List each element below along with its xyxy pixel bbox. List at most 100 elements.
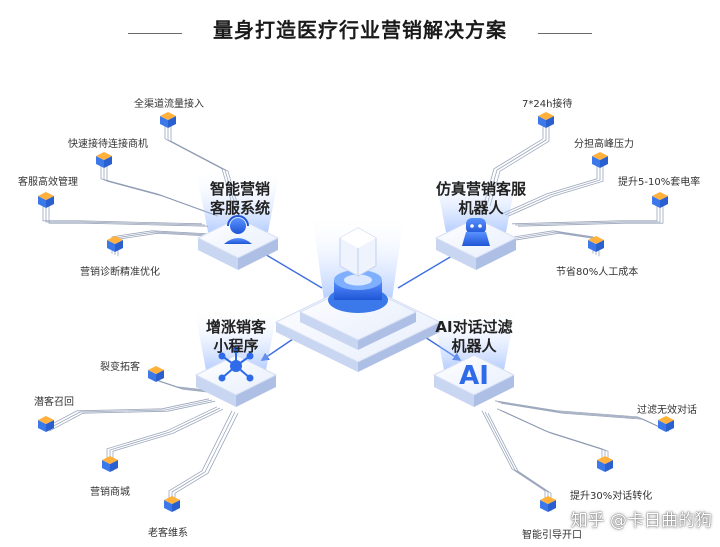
- server-icon: [339, 227, 377, 277]
- hub-tr-line1: 仿真营销客服: [435, 180, 526, 198]
- leaf-cube-tl-0: [160, 112, 176, 128]
- connector-bl-1-1: [45, 399, 213, 431]
- center-core: [328, 227, 388, 313]
- leaf-label-bl-3: 老客维系: [148, 528, 188, 539]
- ai-icon: AI: [459, 361, 489, 391]
- platform-bl-side-left: [196, 375, 236, 407]
- leaf-label-tl-0: 全渠道流量接入: [134, 99, 204, 110]
- leaf-cube-br-2-top: [540, 496, 556, 504]
- core-glow: [344, 274, 372, 286]
- network-node-4: [246, 374, 254, 382]
- connector-tr-1-1: [504, 165, 601, 216]
- network-node-0: [230, 360, 242, 372]
- leaf-cube-tr-1-top: [592, 152, 608, 160]
- leaf-cube-br-0: [658, 416, 674, 432]
- connector-tr-1-2: [507, 166, 604, 217]
- leaf-label-br-0: 过滤无效对话: [637, 405, 697, 416]
- beam-tr: [434, 170, 518, 232]
- leaf-cube-tr-0-top: [538, 112, 554, 120]
- leaf-cube-tr-0: [538, 112, 554, 128]
- platform-center-base-side-left: [276, 322, 358, 372]
- title-rule-left: [128, 33, 182, 34]
- platform-center-mid-side-left: [300, 312, 358, 350]
- platforms: AI: [194, 215, 518, 407]
- platform-br-side-left: [434, 375, 474, 407]
- leaf-cube-bl-3-top: [164, 496, 180, 504]
- leaf-cube-br-0-top: [658, 416, 674, 424]
- platform-br-side-right: [474, 375, 514, 407]
- leaf-cube-br-1: [597, 456, 613, 472]
- agent-head: [230, 218, 246, 234]
- connector-tl-2-0: [42, 203, 203, 225]
- connector-br-1-2: [502, 410, 609, 472]
- network-node-1: [218, 352, 226, 360]
- leaf-label-bl-0: 裂变拓客: [100, 362, 140, 373]
- connector-br-1-0: [496, 408, 603, 469]
- center-arrow-0: [256, 249, 323, 289]
- connector-bl-2-0: [106, 406, 218, 469]
- leaf-label-tl-1: 快速接待连接商机: [68, 139, 148, 150]
- robot-icon: [462, 218, 490, 246]
- watermark: 知乎 @卡日曲的狗: [570, 511, 712, 531]
- platform-bl-side-right: [236, 375, 276, 407]
- server-top: [340, 228, 376, 248]
- leaf-label-tr-2: 提升5-10%套电率: [618, 177, 701, 188]
- connector-bl-2-1: [109, 407, 221, 470]
- leaf-label-br-2: 智能引导开口: [522, 530, 582, 541]
- agent-headset-icon: [224, 215, 252, 244]
- leaf-cube-tr-2: [652, 192, 668, 208]
- connector-br-0-2: [500, 402, 670, 432]
- robot-body: [462, 232, 490, 246]
- leaf-cube-bl-2-top: [102, 456, 118, 464]
- connector-tr-1-0: [501, 163, 598, 215]
- leaf-label-br-1: 提升30%对话转化: [570, 491, 653, 502]
- robot-eye-left: [470, 224, 474, 228]
- hub-br-line1: AI对话过滤: [435, 318, 513, 336]
- platform-tl-side-left: [198, 238, 238, 270]
- hub-label-tl: 智能营销 客服系统: [190, 180, 290, 218]
- hub-bl-line2: 小程序: [213, 337, 259, 355]
- connector-tr-2-2: [517, 206, 664, 227]
- platform-tr-side-left: [436, 238, 476, 270]
- leaf-label-tl-3: 营销诊断精准优化: [80, 267, 160, 278]
- leaf-cube-tl-2-top: [38, 192, 54, 200]
- platform-center-mid-side-right: [358, 312, 416, 350]
- leaf-label-tr-3: 节省80%人工成本: [556, 267, 639, 278]
- platform-bl: [194, 354, 278, 407]
- hub-tl-line1: 智能营销: [209, 180, 270, 198]
- title-rule-right: [538, 33, 592, 34]
- platform-center-base-side-right: [358, 322, 440, 372]
- leaf-label-bl-1: 潜客召回: [34, 397, 74, 408]
- leaf-cube-tl-3: [107, 236, 123, 252]
- leaf-cube-br-2: [540, 496, 556, 512]
- platform-bl-top: [194, 354, 278, 396]
- platform-br: [432, 354, 516, 407]
- leaf-cube-tl-3-top: [107, 236, 123, 244]
- leaf-cube-bl-1-top: [38, 416, 54, 424]
- platform-tr-side-right: [476, 238, 516, 270]
- leaf-cube-tl-0-top: [160, 112, 176, 120]
- agent-body: [224, 238, 252, 244]
- beam-tl: [196, 170, 280, 232]
- page-title: 量身打造医疗行业营销解决方案: [213, 18, 507, 42]
- leaf-cube-tl-1: [96, 152, 112, 168]
- leaf-label-bl-2: 营销商城: [90, 487, 130, 498]
- platform-tl-side-right: [238, 238, 278, 270]
- network-icon: [218, 346, 254, 382]
- leaf-cube-tl-2: [38, 192, 54, 208]
- connector-br-1-1: [499, 409, 606, 470]
- connector-br-2-1: [484, 411, 549, 510]
- leaf-label-tl-2: 客服高效管理: [18, 177, 78, 188]
- connector-tr-2-0: [511, 203, 658, 225]
- agent-headset: [227, 215, 249, 227]
- connector-tl-2-2: [48, 206, 209, 227]
- leaf-label-tr-0: 7*24h接待: [522, 99, 573, 110]
- leaf-cube-tl-1-top: [96, 152, 112, 160]
- robot-head: [466, 218, 486, 234]
- leaf-cube-br-1-top: [597, 456, 613, 464]
- connector-br-2-2: [487, 413, 552, 512]
- connector-br-2-0: [481, 410, 546, 509]
- leaf-cube-bl-0-top: [148, 366, 164, 374]
- connector-bl-1-2: [48, 400, 216, 432]
- leaf-cube-bl-3: [164, 496, 180, 512]
